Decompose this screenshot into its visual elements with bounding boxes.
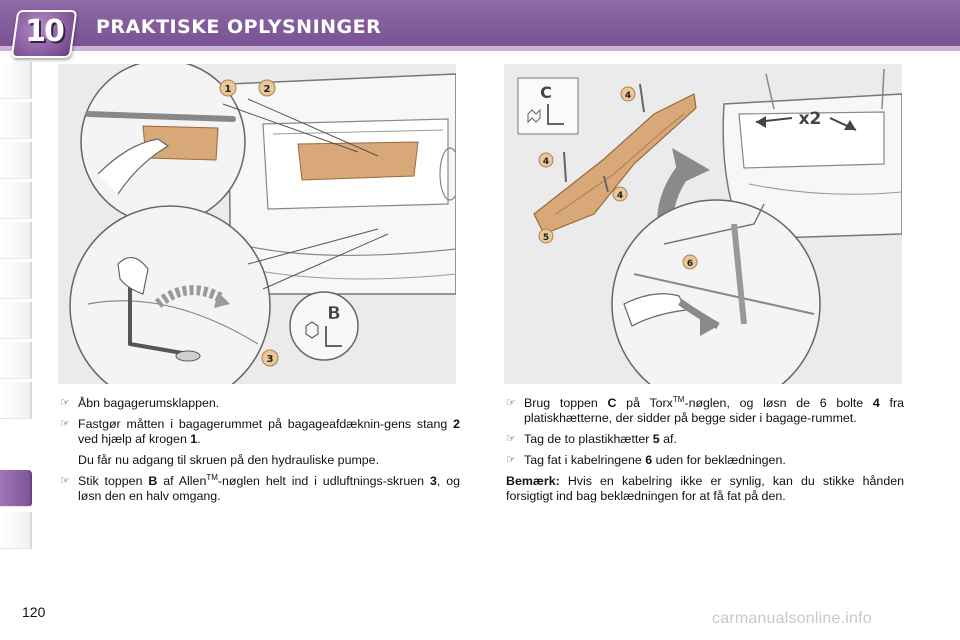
callout-4b: 4 bbox=[543, 157, 549, 167]
callout-4a: 4 bbox=[625, 91, 631, 101]
pointing-hand-icon: ☞ bbox=[506, 433, 516, 445]
chapter-tabs bbox=[0, 62, 34, 572]
chapter-tab-3[interactable] bbox=[0, 142, 32, 179]
tool-letter-c: C bbox=[540, 83, 552, 102]
callout-2: 2 bbox=[264, 84, 271, 95]
page-number: 120 bbox=[22, 604, 46, 620]
page-header bbox=[0, 0, 960, 46]
page-title: PRAKTISKE OPLYSNINGER bbox=[96, 16, 382, 38]
chapter-tab-5[interactable] bbox=[0, 222, 32, 259]
pointing-hand-icon: ☞ bbox=[60, 397, 70, 409]
chapter-number: 10 bbox=[25, 14, 65, 49]
pointing-hand-icon: ☞ bbox=[60, 475, 70, 487]
instruction-insert-allen-key: ☞ Stik toppen B af AllenTM-nøglen helt i… bbox=[60, 472, 460, 503]
callout-5: 5 bbox=[543, 233, 549, 243]
pointing-hand-icon: ☞ bbox=[506, 454, 516, 466]
chapter-tab-11[interactable] bbox=[0, 512, 32, 549]
chapter-tab-8[interactable] bbox=[0, 342, 32, 379]
plastic-caps-drawing: x2 C 4 4 4 5 6 bbox=[504, 64, 902, 384]
illustration-plastic-caps: x2 C 4 4 4 5 6 bbox=[504, 64, 902, 384]
chapter-tab-2[interactable] bbox=[0, 102, 32, 139]
illustration-trunk-mat: 1 2 3 B bbox=[58, 64, 456, 384]
instruction-remove-caps: ☞ Tag de to plastikhætter 5 af. bbox=[506, 432, 677, 446]
callout-3: 3 bbox=[267, 354, 274, 365]
callout-1: 1 bbox=[225, 84, 232, 95]
callout-6: 6 bbox=[687, 259, 693, 269]
chapter-tab-1[interactable] bbox=[0, 62, 32, 99]
tool-letter-b: B bbox=[327, 303, 341, 324]
chapter-tab-7[interactable] bbox=[0, 302, 32, 339]
instruction-grab-cable-rings: ☞ Tag fat i kabelringene 6 uden for bekl… bbox=[506, 453, 786, 467]
multiplier-label: x2 bbox=[799, 109, 822, 129]
instructions-left-column: ☞ Åbn bagagerumsklappen. ☞ Fastgør måtte… bbox=[60, 396, 460, 510]
instructions-right-column: ☞ Brug toppen C på TorxTM-nøglen, og løs… bbox=[506, 394, 905, 504]
instruction-fasten-mat: ☞ Fastgør måtten i bagagerummet på bagag… bbox=[60, 417, 460, 446]
chapter-tab-10-active[interactable] bbox=[0, 470, 32, 507]
instruction-torx-bolts: ☞ Brug toppen C på TorxTM-nøglen, og løs… bbox=[506, 394, 905, 425]
note-cable-ring: Bemærk: Hvis en kabelring ikke er synlig… bbox=[506, 474, 904, 503]
header-stripe bbox=[0, 46, 960, 51]
callout-4c: 4 bbox=[617, 191, 623, 201]
pointing-hand-icon: ☞ bbox=[506, 397, 516, 409]
chapter-tab-6[interactable] bbox=[0, 262, 32, 299]
pointing-hand-icon: ☞ bbox=[60, 418, 70, 430]
instruction-note-pump-access: Du får nu adgang til skruen på den hydra… bbox=[78, 453, 380, 467]
chapter-tab-9[interactable] bbox=[0, 382, 32, 419]
trunk-mat-drawing: 1 2 3 B bbox=[58, 64, 456, 384]
instruction-open-trunk: ☞ Åbn bagagerumsklappen. bbox=[60, 396, 220, 410]
watermark: carmanualsonline.info bbox=[712, 610, 872, 627]
chapter-tab-4[interactable] bbox=[0, 182, 32, 219]
